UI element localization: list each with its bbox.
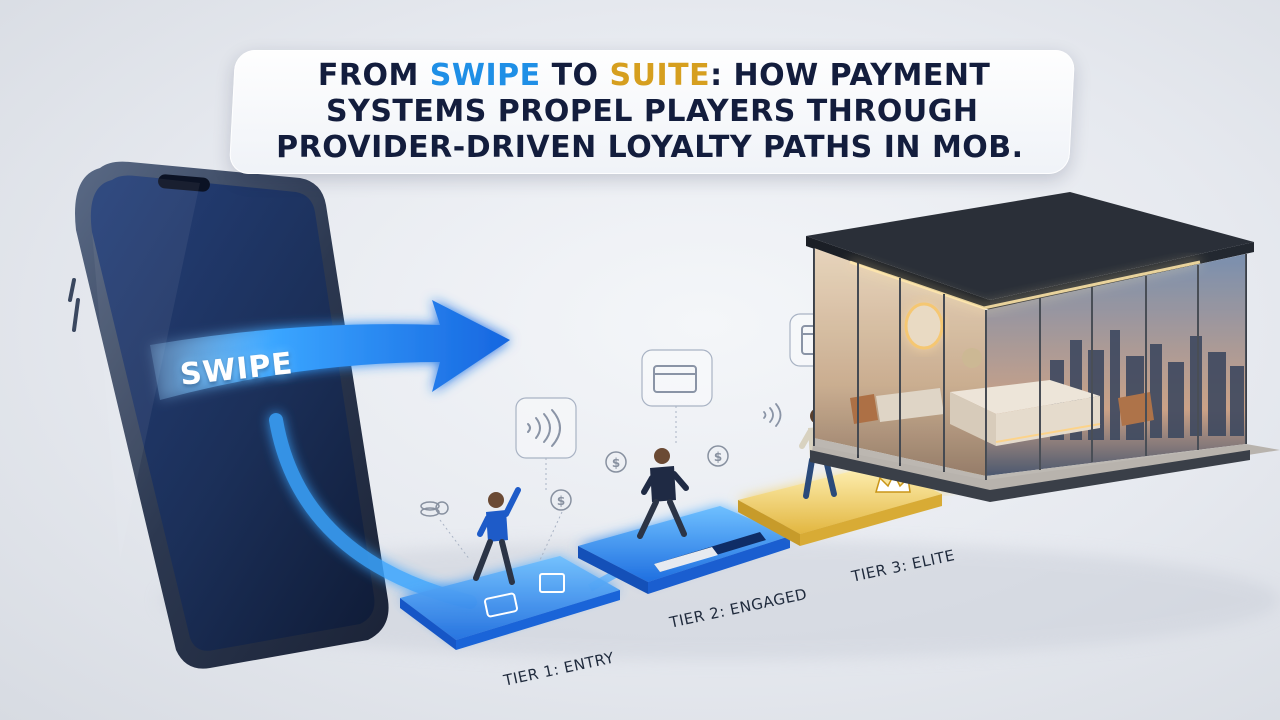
contactless-panel bbox=[515, 397, 577, 459]
title-highlight-swipe: SWIPE bbox=[429, 58, 541, 93]
progress-bar bbox=[654, 532, 766, 572]
smartphone bbox=[68, 161, 389, 669]
luxury-suite bbox=[806, 192, 1280, 502]
dollar-coin-icon: $ bbox=[707, 445, 729, 467]
credit-card-icon bbox=[653, 365, 697, 393]
tier3-platform bbox=[738, 462, 942, 546]
contactless-icon bbox=[527, 409, 561, 447]
title-banner: FROM SWIPE TO SUITE: HOW PAYMENT SYSTEMS… bbox=[228, 50, 1076, 174]
svg-text:$: $ bbox=[557, 494, 565, 508]
dollar-coin-icon: $ bbox=[550, 489, 572, 511]
swipe-trail bbox=[269, 413, 477, 609]
credit-card-icon bbox=[484, 592, 518, 618]
dollar-coin-icon: $ bbox=[605, 451, 627, 473]
tier1-platform bbox=[400, 556, 620, 650]
player-tier2 bbox=[637, 448, 689, 539]
title-highlight-suite: SUITE bbox=[609, 58, 710, 93]
svg-text:$: $ bbox=[612, 456, 620, 470]
gift-box-icon bbox=[539, 573, 565, 593]
title-line-1: FROM SWIPE TO SUITE: HOW PAYMENT bbox=[318, 58, 991, 94]
swipe-arrow bbox=[150, 300, 510, 400]
round-mirror bbox=[904, 302, 944, 350]
tier2-platform bbox=[578, 506, 790, 594]
glass-mullions bbox=[813, 248, 1247, 480]
contactless-icon bbox=[763, 403, 782, 427]
coins-icon bbox=[420, 501, 449, 517]
title-text: TO bbox=[540, 58, 610, 93]
title-line-3: PROVIDER-DRIVEN LOYALTY PATHS IN MOB. bbox=[276, 130, 1024, 165]
player-tier1 bbox=[473, 487, 521, 585]
phone-camera-notch bbox=[158, 174, 210, 192]
title-text: : HOW PAYMENT bbox=[709, 58, 991, 93]
card-panel bbox=[641, 349, 713, 407]
title-line-2: SYSTEMS PROPEL PLAYERS THROUGH bbox=[325, 94, 979, 129]
title-text: FROM bbox=[317, 58, 430, 93]
svg-text:$: $ bbox=[714, 450, 722, 464]
